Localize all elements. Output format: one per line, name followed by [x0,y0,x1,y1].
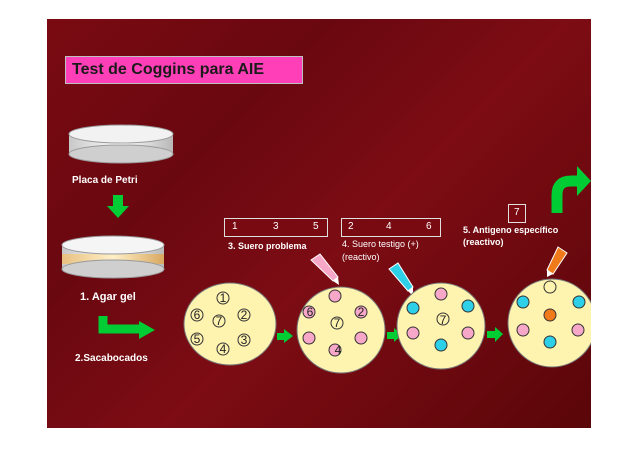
plate-3 [396,282,486,370]
label-suero-testigo: 4. Suero testigo (+) [342,239,419,249]
number-box-antigeno: 7 [508,204,526,223]
number-box-problema: 1 3 5 [224,218,328,237]
well-label: 4 [335,343,342,357]
label-antigeno-reactivo: (reactivo) [463,237,504,247]
slide-title: Test de Coggins para AIE [72,61,265,78]
label-agar-gel: 1. Agar gel [80,291,136,303]
number-box-value: 4 [386,221,392,232]
label-suero-problema: 3. Suero problema [228,241,307,251]
plate-4 [507,278,591,368]
well-label: 4 [220,342,227,356]
slide-background: Test de Coggins para AIE Placa de Petri … [47,19,591,428]
number-box-value: 1 [232,221,238,232]
pipette-orange-icon [546,246,568,277]
well-label: 7 [334,316,341,330]
agar-dish-icon [61,235,165,279]
number-box-value: 5 [313,221,319,232]
well-label: 6 [307,305,314,319]
plate-2 [296,286,386,374]
label-suero-testigo-reactivo: (reactivo) [342,252,380,262]
label-sacabocados: 2.Sacabocados [75,353,148,364]
well-label: 3 [241,333,248,347]
petri-dish-icon [68,124,174,164]
number-box-value: 3 [273,221,279,232]
well-label: 5 [194,332,201,346]
well-label: 2 [241,308,248,322]
label-placa-de-petri: Placa de Petri [72,175,138,186]
arrow-right-icon [277,329,293,343]
bent-arrow-icon [98,316,155,339]
label-antigeno: 5. Antigeno específico [463,225,559,235]
title-box: Test de Coggins para AIE [65,56,303,84]
number-box-value: 7 [514,207,520,218]
pipette-cyan-icon [388,262,414,296]
number-box-value: 6 [426,221,432,232]
number-box-testigo: 2 4 6 [341,218,441,237]
well-label: 6 [194,308,201,322]
well-label: 7 [216,314,223,328]
diagram-drawing: 1 2 3 4 5 6 7 2 4 6 [61,124,591,374]
arrow-right-icon [487,327,503,342]
well-label: 7 [440,313,447,327]
arrow-down-icon [107,195,129,218]
well-label: 2 [358,305,365,319]
well-label: 1 [220,291,227,305]
plate-1 [183,282,277,366]
number-box-value: 2 [348,221,354,232]
pipette-pink-icon [310,253,339,285]
curved-arrow-icon [551,166,591,213]
